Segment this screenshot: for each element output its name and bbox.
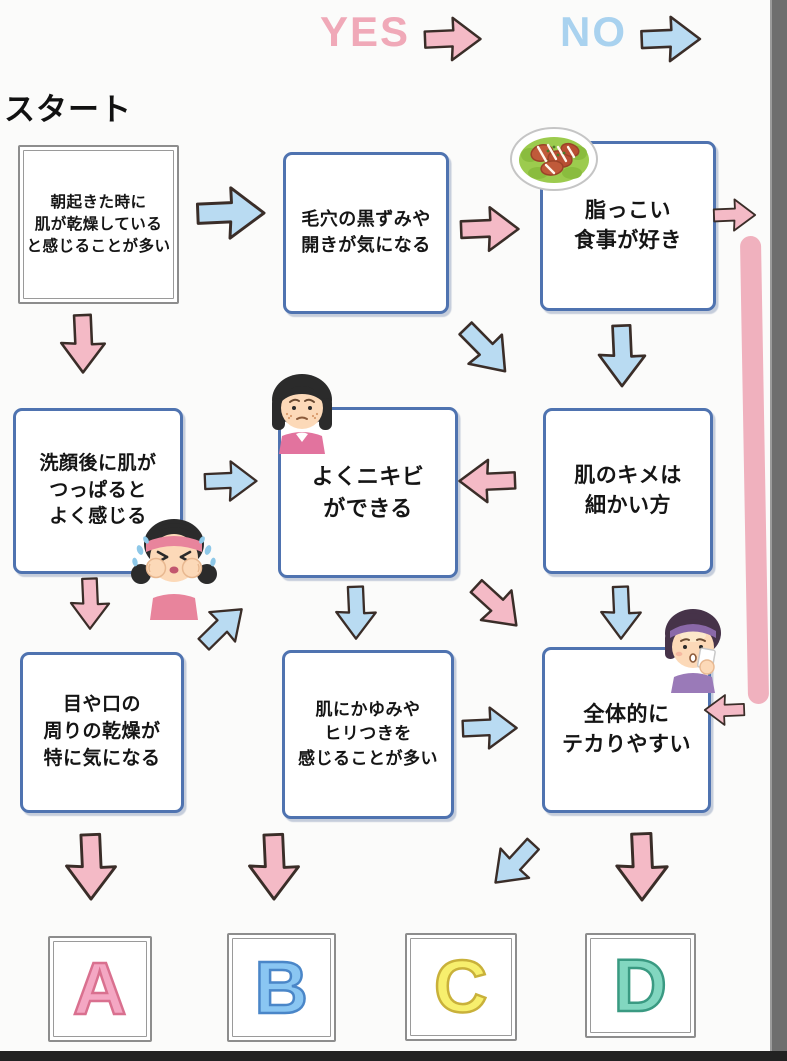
arrow-q5-diagonal-to-q9-icon	[464, 574, 528, 636]
question-text-line: 毛穴の黒ずみや	[301, 209, 431, 230]
arrow-q8-to-q9-icon	[457, 701, 521, 755]
question-text-line: と感じることが多い	[26, 237, 171, 255]
right-edge-bar	[770, 0, 787, 1061]
arrow-q1-to-q2-icon	[193, 181, 267, 245]
result-letter-a: A	[72, 947, 128, 1030]
worried-girl-illustration	[263, 370, 341, 454]
fried-food-plate-illustration	[508, 123, 600, 195]
question-text-line: 開きが気になる	[301, 235, 431, 255]
arrow-q9-to-d-icon	[602, 828, 682, 904]
arrow-q4-to-q5-icon	[201, 456, 259, 506]
result-letter-d: D	[612, 943, 668, 1027]
arrow-q8-to-b-icon	[236, 828, 312, 904]
legend-no-label: NO	[560, 8, 627, 55]
question-text-line: つっぱると	[49, 479, 147, 501]
question-box-q1: 朝起きた時に 肌が乾燥している と感じることが多い	[18, 145, 179, 304]
result-box-b: B	[227, 933, 336, 1042]
arrow-q4-to-q7-icon	[60, 574, 120, 632]
question-text-line: ヒリつきを	[324, 724, 412, 744]
question-text-line: 朝起きた時に	[50, 193, 147, 211]
question-box-q6: 肌のキメは 細かい方	[543, 408, 713, 574]
question-text-line: 肌が乾燥している	[34, 215, 163, 233]
arrow-q3-to-route-icon	[711, 193, 757, 237]
legend-no-arrow-icon	[637, 10, 703, 68]
question-text-line: 脂っこい	[585, 199, 671, 223]
question-box-q7: 目や口の 周りの乾燥が 特に気になる	[20, 652, 184, 813]
result-letter-c: C	[433, 945, 489, 1028]
arrow-q6-to-q5-icon	[456, 450, 520, 512]
question-box-q2: 毛穴の黒ずみや 開きが気になる	[283, 152, 449, 314]
question-text-line: 肌のキメは	[574, 464, 682, 488]
result-letter-b: B	[253, 945, 309, 1029]
question-text-line: 細かい方	[585, 494, 671, 517]
question-text-line: よくニキビ	[311, 464, 425, 490]
arrow-diagonal-up-right-icon	[190, 596, 254, 658]
question-text-line: 感じることが多い	[298, 748, 438, 768]
result-box-c: C	[405, 933, 517, 1041]
question-text-line: ができる	[323, 495, 413, 521]
arrow-q2-diagonal-down-icon	[450, 306, 520, 392]
question-text-line: テカりやすい	[562, 733, 691, 756]
question-text-line: よく感じる	[49, 506, 147, 528]
face-washing-girl-illustration	[130, 512, 218, 620]
arrow-q9-diagonal-to-c-icon	[483, 828, 547, 898]
question-box-q5: よくニキビ ができる	[278, 407, 458, 578]
start-label: スタート	[4, 92, 132, 127]
arrow-q7-to-a-icon	[53, 828, 129, 904]
legend-yes-label: YES	[320, 8, 411, 55]
question-text-line: 特に気になる	[43, 747, 161, 769]
legend-yes-arrow-icon	[421, 10, 483, 68]
bottom-edge-bar	[0, 1051, 787, 1061]
question-box-q8: 肌にかゆみや ヒリつきを 感じることが多い	[282, 650, 454, 819]
result-box-a: A	[48, 936, 152, 1042]
oil-blotting-girl-illustration	[655, 605, 731, 693]
result-box-d: D	[585, 933, 696, 1038]
arrow-q5-to-q8-icon	[326, 581, 386, 643]
arrow-q3-to-q6-icon	[593, 320, 651, 390]
arrow-q6-to-q9-icon	[591, 581, 651, 643]
yes-route-line	[739, 235, 770, 705]
question-text-line: 目や口の	[62, 694, 141, 716]
arrow-q1-to-q4-icon	[50, 310, 116, 376]
question-text-line: 食事が好き	[574, 229, 682, 252]
question-text-line: 周りの乾燥が	[43, 721, 161, 743]
question-box-q4: 洗顔後に肌が つっぱると よく感じる	[13, 408, 183, 574]
question-text-line: 肌にかゆみや	[315, 700, 421, 720]
question-text-line: 全体的に	[583, 703, 670, 727]
arrow-route-to-q9-icon	[702, 688, 748, 732]
arrow-q2-to-q3-icon	[456, 196, 522, 262]
question-text-line: 洗顔後に肌が	[39, 452, 157, 474]
